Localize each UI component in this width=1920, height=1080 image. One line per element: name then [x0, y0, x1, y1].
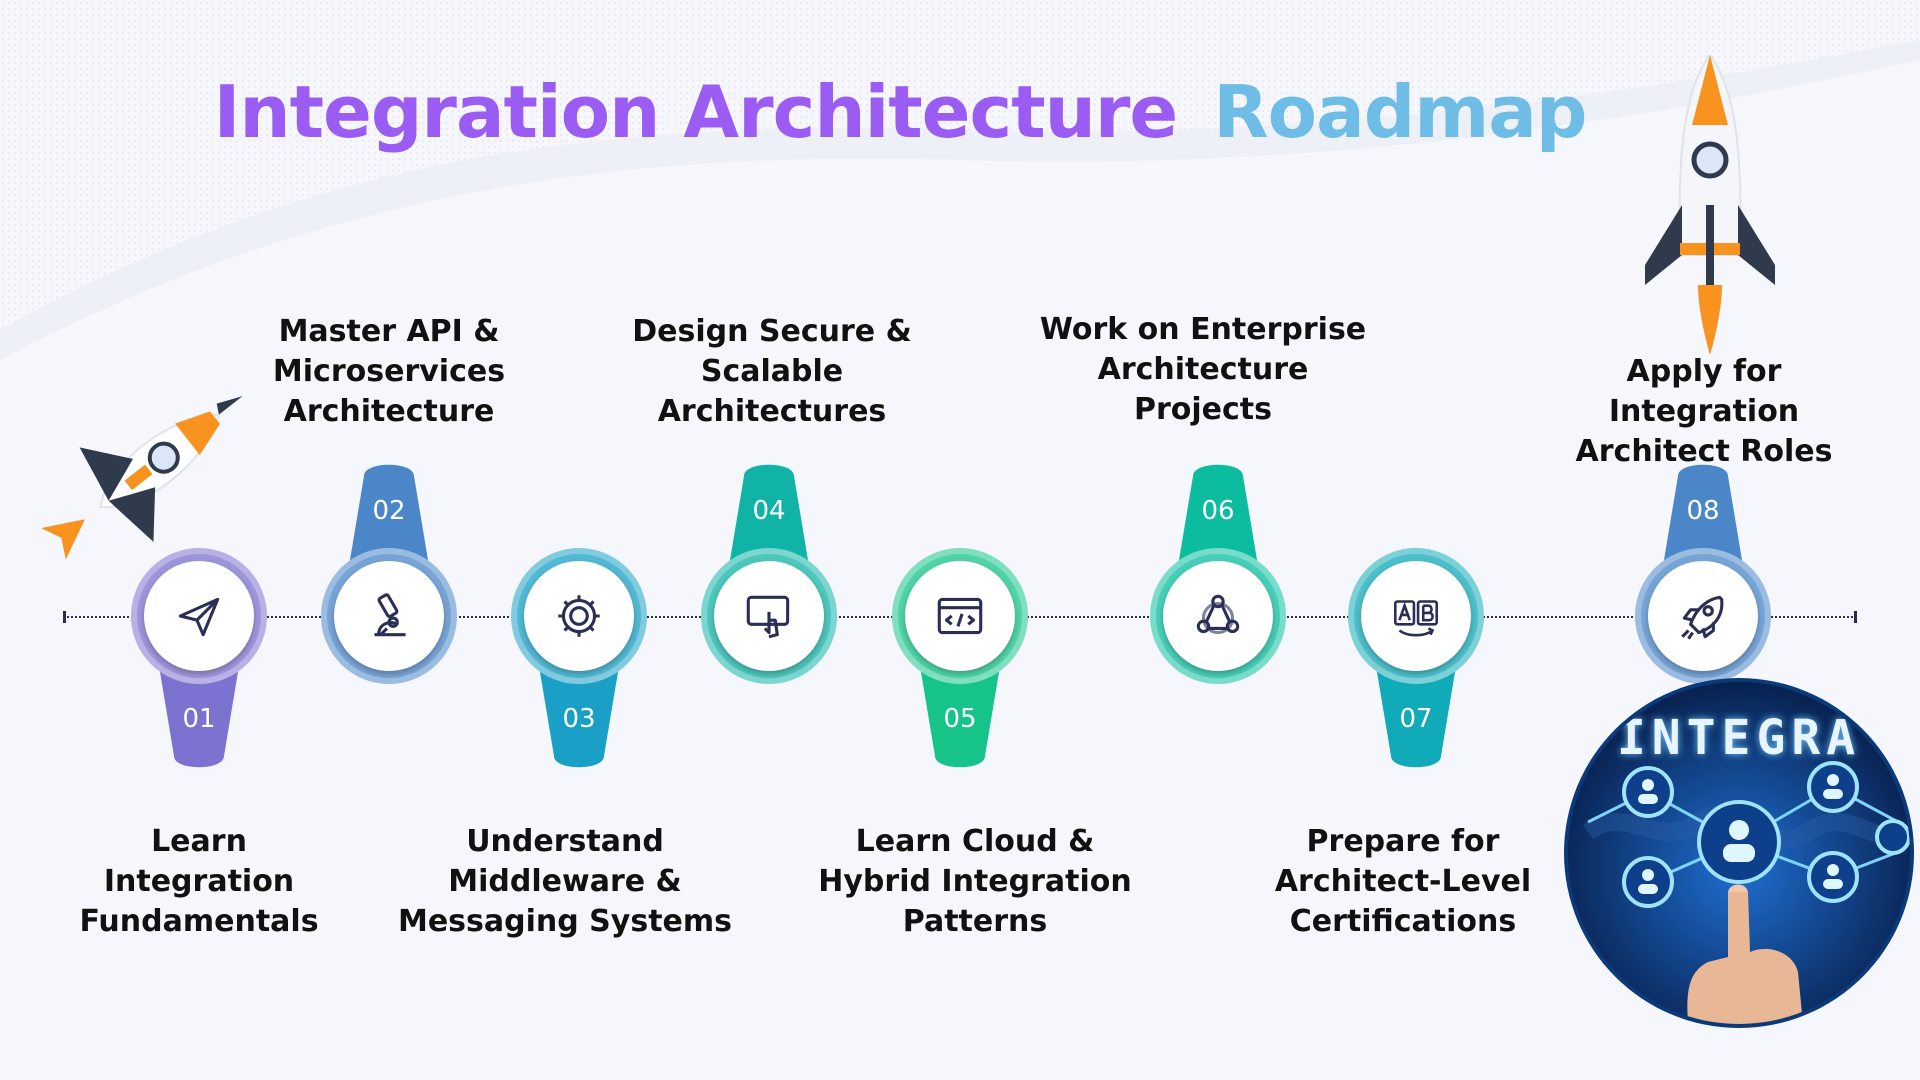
step-06-label-line: Projects — [1133, 392, 1272, 427]
step-02-circle-inner — [334, 561, 444, 671]
ab-test-icon — [1393, 600, 1439, 637]
step-05-label-line: Patterns — [902, 904, 1048, 939]
step-05-circle — [892, 548, 1028, 684]
step-05-circle-inner — [905, 561, 1015, 671]
step-06-number: 06 — [1201, 496, 1235, 526]
step-03-number: 03 — [562, 704, 596, 734]
title-part1: Integration Architecture — [213, 70, 1179, 154]
step-05-label-line: Hybrid Integration — [818, 864, 1132, 899]
touch-screen-icon — [746, 595, 790, 639]
step-08-label-line: Architect Roles — [1575, 434, 1833, 469]
timeline-start-tick — [63, 611, 66, 623]
step-03-label-line: Middleware & — [448, 864, 682, 899]
step-02-circle — [321, 548, 457, 684]
step-07-circle — [1348, 548, 1484, 684]
step-05-number: 05 — [943, 704, 977, 734]
timeline-end-tick — [1854, 611, 1857, 623]
step-01-number: 01 — [182, 704, 216, 734]
step-01-circle-inner — [144, 561, 254, 671]
step-08-circle-inner — [1648, 561, 1758, 671]
step-04-label-line: Scalable — [700, 354, 844, 389]
step-04-label-line: Design Secure & — [632, 314, 912, 349]
integration-badge: INTEGRA — [1568, 682, 1910, 1024]
page-title: Integration Architecture Roadmap — [0, 70, 1920, 154]
step-04-circle-inner — [714, 561, 824, 671]
step-03-label-line: Messaging Systems — [397, 904, 732, 939]
step-04-number: 04 — [752, 496, 786, 526]
step-03-label-line: Understand — [466, 824, 664, 859]
step-01-label-line: Fundamentals — [79, 904, 319, 939]
step-01-label-line: Integration — [103, 864, 295, 899]
rocket-right-icon — [1645, 55, 1775, 355]
code-window-icon — [937, 597, 983, 635]
step-06-label-line: Work on Enterprise — [1039, 312, 1367, 347]
step-06-circle — [1150, 548, 1286, 684]
step-08-label-line: Apply for Integration — [1608, 354, 1800, 429]
step-01-circle — [131, 548, 267, 684]
network-people-touch-icon — [1568, 682, 1910, 1024]
step-08-circle — [1635, 548, 1771, 684]
rocket-left-icon — [41, 396, 243, 560]
network-nodes-icon — [1196, 594, 1240, 635]
step-03-circle-inner — [524, 561, 634, 671]
step-04-label-line: Architectures — [657, 394, 887, 429]
step-07-circle-inner — [1361, 561, 1471, 671]
step-02-label-line: Microservices — [272, 354, 506, 389]
step-07-label-line: Certifications — [1289, 904, 1517, 939]
step-07-label-line: Architect-Level — [1274, 864, 1532, 899]
step-02-label-line: Architecture — [283, 394, 495, 429]
step-04-circle — [701, 548, 837, 684]
title-part2: Roadmap — [1213, 70, 1587, 154]
gear-icon — [558, 595, 600, 637]
step-06-circle-inner — [1163, 561, 1273, 671]
microscope-icon — [374, 593, 406, 637]
step-01-label-line: Learn — [151, 824, 247, 859]
step-07-label-line: Prepare for — [1306, 824, 1500, 859]
step-02-number: 02 — [372, 496, 406, 526]
step-05-label-line: Learn Cloud & — [855, 824, 1095, 859]
step-07-number: 07 — [1399, 704, 1433, 734]
rocket-icon — [1681, 595, 1724, 640]
step-06-label-line: Architecture — [1097, 352, 1309, 387]
paper-plane-icon — [178, 597, 220, 637]
step-08-number: 08 — [1686, 496, 1720, 526]
step-03-circle — [511, 548, 647, 684]
badge-text: INTEGRA — [1616, 710, 1862, 766]
step-02-label-line: Master API & — [278, 314, 500, 349]
